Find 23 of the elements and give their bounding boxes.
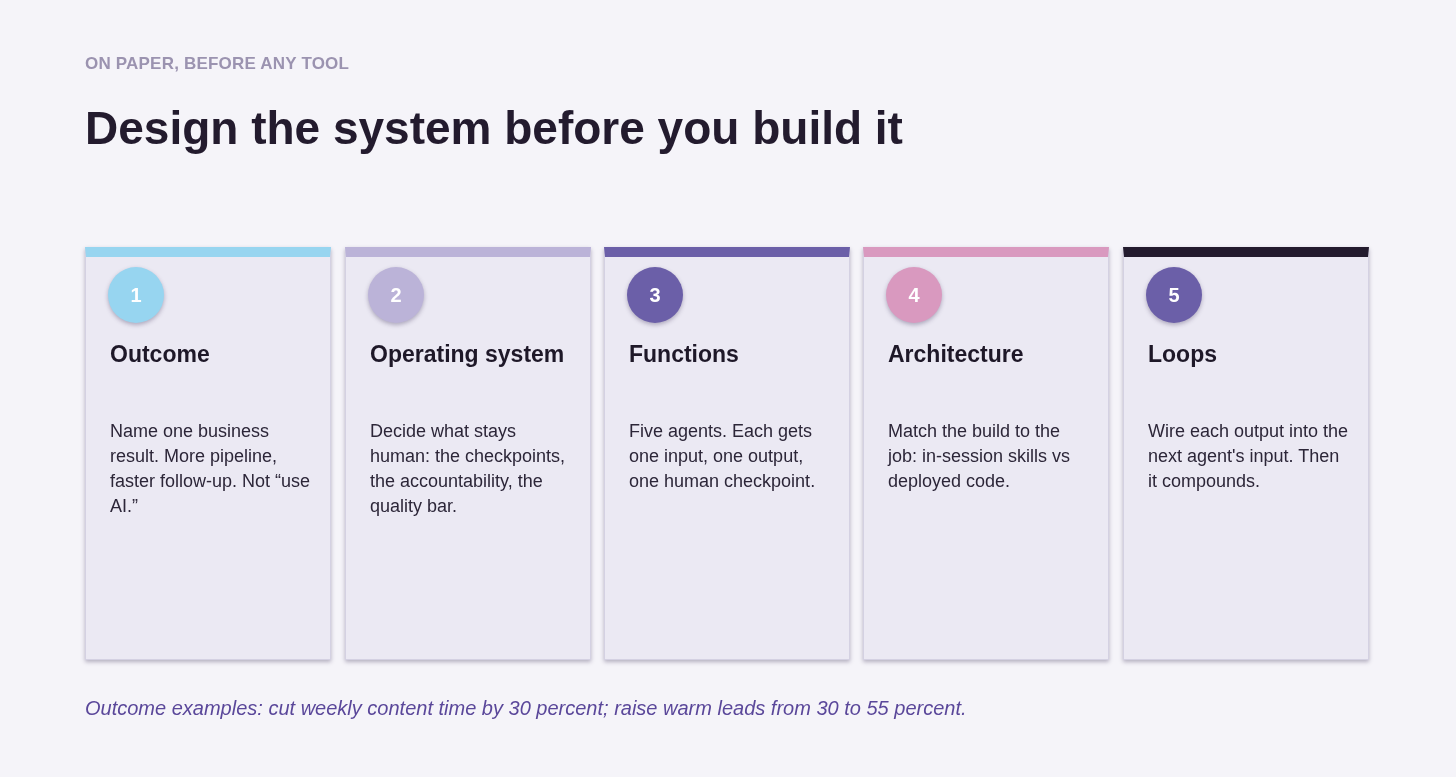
page-title: Design the system before you build it: [85, 101, 903, 156]
step-card: [345, 247, 591, 660]
step-card: [604, 247, 850, 660]
card-heading: Architecture: [888, 340, 1024, 369]
eyebrow-label: ON PAPER, BEFORE ANY TOOL: [85, 54, 350, 74]
step-number: 4: [886, 267, 942, 323]
card-heading: Loops: [1148, 340, 1217, 369]
card-heading: Outcome: [110, 340, 210, 369]
step-number: 5: [1146, 267, 1202, 323]
card-description: Name one business result. More pipeline, faster follow-up. Not “use AI.”: [110, 420, 312, 518]
step-card: [85, 247, 331, 660]
step-card: [1123, 247, 1369, 660]
step-number: 3: [627, 267, 683, 323]
card-heading: Operating system: [370, 340, 565, 369]
step-number: 1: [108, 267, 164, 323]
card-description: Five agents. Each gets one input, one output, one human checkpoint.: [629, 420, 817, 493]
step-card: [863, 247, 1109, 660]
card-description: Match the build to the job: in-session skills vs deployed code.: [888, 420, 1072, 493]
caption: Outcome examples: cut weekly content time by 30 percent; raise warm leads from 30 to 55 percent.: [85, 697, 967, 720]
step-number: 2: [368, 267, 424, 323]
card-description: Wire each output into the next agent's input. Then it compounds.: [1148, 420, 1350, 493]
card-description: Decide what stays human: the checkpoints, the accountability, the quality bar.: [370, 420, 567, 518]
card-heading: Functions: [629, 340, 739, 369]
